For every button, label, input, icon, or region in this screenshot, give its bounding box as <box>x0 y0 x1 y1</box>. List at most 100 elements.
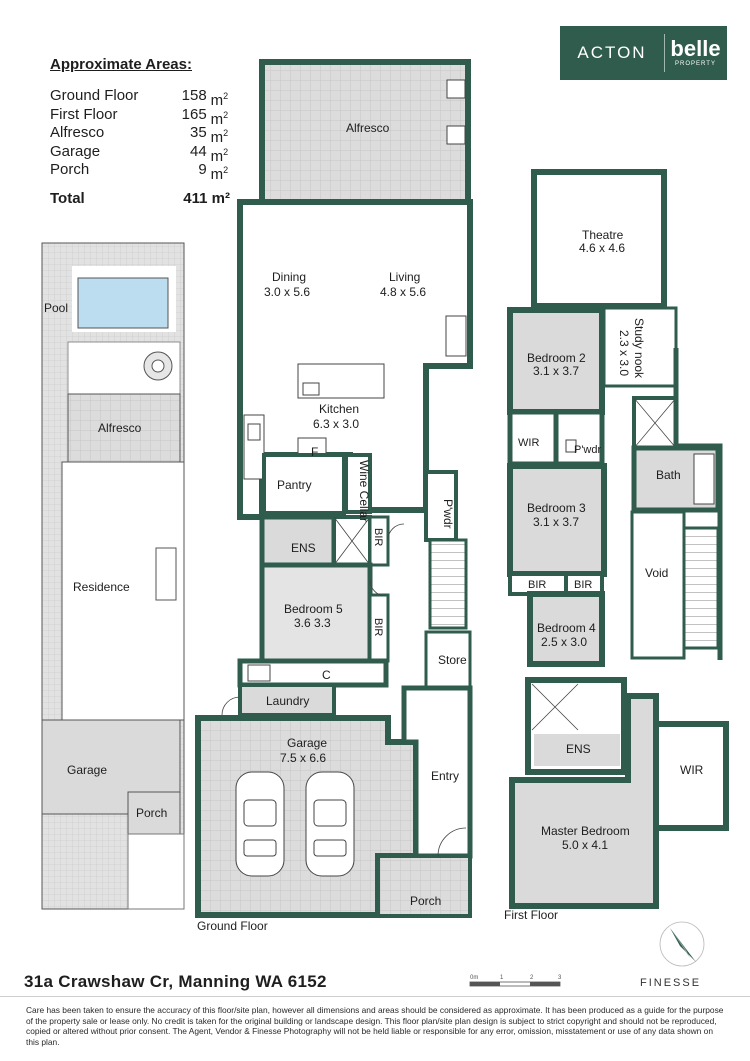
scale-tick-1: 1 <box>500 975 504 981</box>
area-unit-sup: 2 <box>223 146 229 157</box>
site-plan <box>41 242 185 910</box>
gf-pwdr-label: P'wdr <box>441 499 455 529</box>
ground-floor-caption: Ground Floor <box>197 919 268 933</box>
bedroom4-label: Bedroom 4 <box>537 621 596 635</box>
area-name: Garage <box>50 142 101 160</box>
study-label: Study nook <box>632 318 646 379</box>
area-name: Porch <box>50 161 90 178</box>
ff-pwdr-label: P'wdr <box>574 444 601 456</box>
area-unit: m2 <box>207 124 230 146</box>
ff-bir-b-label: BIR <box>574 579 592 591</box>
area-unit: m2 <box>207 161 230 183</box>
north-arrow-icon <box>659 921 705 967</box>
logo-belle-block: belle PROPERTY <box>664 26 727 80</box>
room-labels: Pool Alfresco Residence Garage Porch Alf… <box>44 121 704 933</box>
dining-label: Dining <box>272 270 306 284</box>
living-label: Living <box>389 270 420 284</box>
bedroom5-bir-label: BIR <box>372 618 384 636</box>
bedroom5-label: Bedroom 5 <box>284 602 343 616</box>
area-name: First Floor <box>50 105 118 123</box>
bedroom2-label: Bedroom 2 <box>527 351 586 365</box>
agency-logo: ACTON belle PROPERTY <box>560 26 727 80</box>
ground-floor-plan <box>195 59 473 918</box>
dining-dim: 3.0 x 5.6 <box>264 285 310 299</box>
gf-bir-label: BIR <box>372 528 384 546</box>
pantry-label: Pantry <box>277 478 312 492</box>
area-unit: m2 <box>207 106 230 128</box>
living-dim: 4.8 x 5.6 <box>380 285 426 299</box>
master-dim: 5.0 x 4.1 <box>562 838 608 852</box>
fridge-label: F <box>311 445 318 459</box>
scale-tick-2: 2 <box>530 975 534 981</box>
area-unit-sup: 2 <box>223 109 229 120</box>
kitchen-dim: 6.3 x 3.0 <box>313 417 359 431</box>
area-value: 158 <box>181 87 207 104</box>
area-value: 165 <box>181 105 207 123</box>
gf-alfresco-label: Alfresco <box>346 121 390 135</box>
area-row: Ground Floor 158 m2 <box>50 87 230 109</box>
void-label: Void <box>645 566 668 580</box>
scale-bar: 0m 1 2 3 <box>469 975 562 987</box>
ff-bir-a-label: BIR <box>528 579 546 591</box>
area-name: Ground Floor <box>50 87 139 104</box>
master-label: Master Bedroom <box>541 824 630 838</box>
gf-ens-label: ENS <box>291 541 316 555</box>
total-row: Total 411 m² <box>50 190 230 209</box>
ff-wir2-label: WIR <box>680 763 704 777</box>
area-value: 9 <box>198 161 207 178</box>
ff-wir-label: WIR <box>518 437 539 449</box>
area-value: 35 <box>189 124 207 141</box>
bedroom2-dim: 3.1 x 3.7 <box>533 364 579 378</box>
logo-divider <box>664 34 665 72</box>
total-value: 411 m² <box>183 189 230 207</box>
property-address: 31a Crawshaw Cr, Manning WA 6152 <box>24 972 327 991</box>
bedroom3-dim: 3.1 x 3.7 <box>533 515 579 529</box>
footer-divider <box>0 996 750 997</box>
area-row: Garage 44 m2 <box>50 142 230 165</box>
study-dim: 2.3 x 3.0 <box>617 330 631 376</box>
area-unit: m2 <box>207 87 230 109</box>
area-unit-text: m <box>210 166 224 183</box>
bedroom3-label: Bedroom 3 <box>527 501 586 515</box>
theatre-label: Theatre <box>582 228 624 242</box>
gf-porch-label: Porch <box>410 894 441 908</box>
disclaimer-text: Care has been taken to ensure the accura… <box>26 1005 724 1047</box>
entry-label: Entry <box>431 769 459 783</box>
area-value: 44 <box>189 142 207 160</box>
brand-name: FINESSE <box>640 977 702 989</box>
area-unit-text: m <box>210 129 224 146</box>
bedroom4-dim: 2.5 x 3.0 <box>541 635 587 649</box>
bath-label: Bath <box>656 468 681 482</box>
theatre-dim: 4.6 x 4.6 <box>579 241 625 255</box>
area-unit-sup: 2 <box>223 128 229 138</box>
area-unit-text: m <box>210 110 224 128</box>
site-alfresco-label: Alfresco <box>98 421 142 435</box>
site-porch-label: Porch <box>136 806 167 820</box>
wine-cellar-label: Wine Cellar <box>357 460 371 522</box>
areas-title: Approximate Areas: <box>50 56 192 73</box>
cupboard-label: C <box>322 668 331 682</box>
logo-property-text: PROPERTY <box>675 61 716 67</box>
area-unit-text: m <box>210 147 224 165</box>
area-row: Alfresco 35 m2 <box>50 124 230 146</box>
garage-dim: 7.5 x 6.6 <box>280 751 326 765</box>
site-garage-label: Garage <box>67 763 107 777</box>
site-residence-label: Residence <box>73 580 130 594</box>
first-floor-plan <box>507 169 729 909</box>
logo-acton-text: ACTON <box>577 43 647 62</box>
garage-label: Garage <box>287 736 327 750</box>
first-floor-caption: First Floor <box>504 908 558 922</box>
approximate-areas-table: Approximate Areas: Ground Floor 158 m2 F… <box>50 56 230 208</box>
scale-tick-0: 0m <box>470 975 478 981</box>
logo-belle-text: belle <box>670 36 721 61</box>
scale-tick-3: 3 <box>558 975 562 981</box>
area-unit-text: m <box>210 92 224 109</box>
bedroom5-dim: 3.6 3.3 <box>294 616 331 630</box>
site-pool-label: Pool <box>44 301 68 315</box>
area-unit-sup: 2 <box>223 165 229 175</box>
total-label: Total <box>50 189 85 207</box>
ff-ens-label: ENS <box>566 742 591 756</box>
area-row: Porch 9 m2 <box>50 161 230 183</box>
laundry-label: Laundry <box>266 694 309 708</box>
area-row: First Floor 165 m2 <box>50 105 230 128</box>
